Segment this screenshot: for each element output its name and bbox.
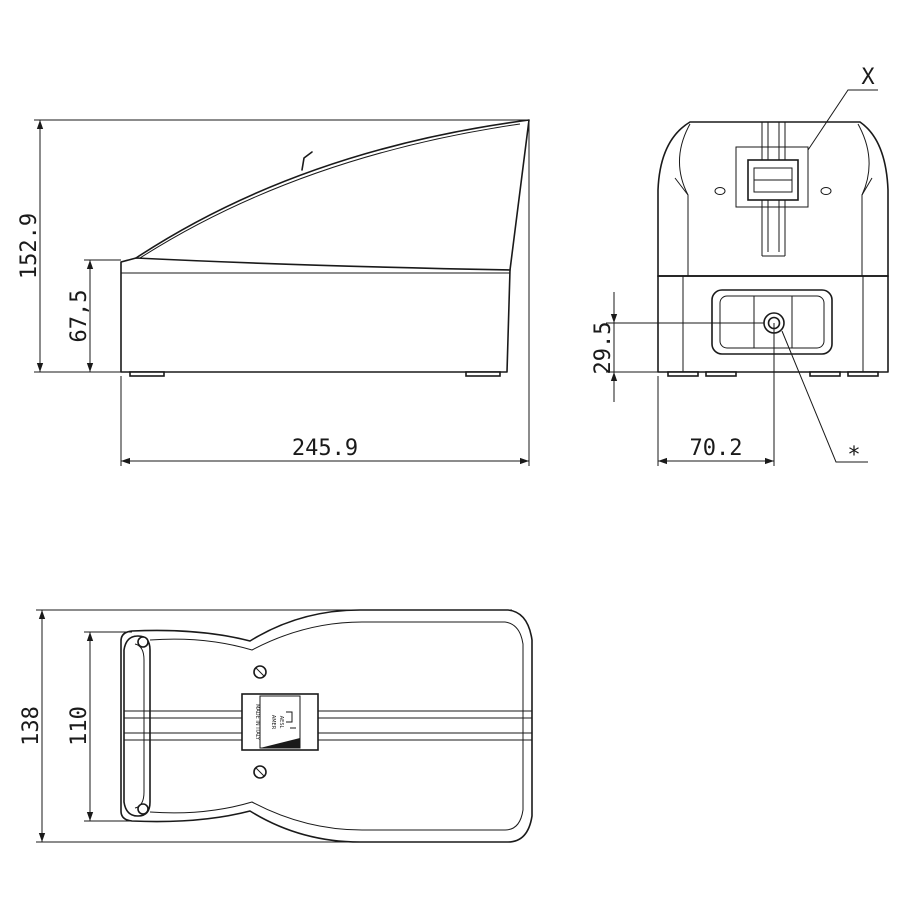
top-view: MADE IN ITALY AMER AESL 138 110 (19, 609, 533, 843)
top-label-made-in: MADE IN ITALY (254, 704, 260, 741)
side-handle-notch (301, 151, 313, 171)
front-foot-3 (809, 371, 841, 377)
dim-axis-height: 29.5 (591, 322, 616, 375)
front-foot-2 (705, 371, 737, 377)
detail-x-leader (807, 89, 878, 151)
front-view: X 29.5 70.2 * (591, 65, 889, 468)
note-leader (781, 330, 868, 463)
top-label-switch-symbol (286, 711, 296, 729)
top-label-plate (241, 693, 319, 751)
top-label-stripe (260, 738, 300, 748)
side-foot-left (129, 371, 165, 377)
front-cover-chamfer-edges (674, 177, 873, 196)
top-label-model: AESL (278, 716, 284, 729)
front-screw-hole-left (714, 187, 726, 195)
top-corner-screw-bottom (137, 803, 149, 815)
detail-x-frame (735, 146, 809, 208)
dim-overall-height: 152.9 (17, 213, 42, 279)
top-corner-screw-top (137, 636, 149, 648)
dim-overall-width: 138 (19, 706, 44, 746)
top-screw-upper-slot (255, 667, 265, 677)
top-screw-lower-slot (255, 767, 265, 777)
dim-base-height: 67,5 (67, 290, 92, 343)
side-cover-outline (135, 119, 530, 271)
detail-x-label: X (861, 65, 875, 90)
top-end-cap (123, 635, 151, 817)
dim-overall-length: 245.9 (292, 436, 358, 461)
note-mark: * (847, 443, 860, 468)
dim-axis-offset: 70.2 (690, 436, 743, 461)
side-base-outline (120, 257, 511, 373)
side-cover-inner-edge (139, 123, 521, 259)
front-foot-1 (667, 371, 699, 377)
top-end-cap-inner (134, 643, 145, 809)
side-view: 152.9 67,5 245.9 (17, 119, 530, 466)
dim-inner-width: 110 (67, 706, 92, 746)
top-inner-outline (149, 621, 524, 831)
front-cover-right-chamfer (857, 123, 870, 276)
front-window-outer (711, 289, 833, 355)
top-outer-outline (120, 609, 533, 843)
front-screw-hole-right (820, 187, 832, 195)
front-cover-left-chamfer (679, 123, 691, 276)
front-foot-4 (847, 371, 879, 377)
front-cover-outline (657, 121, 889, 277)
top-label-brand: AMER (270, 715, 276, 730)
side-foot-right (465, 371, 501, 377)
front-window-inner (719, 295, 825, 349)
